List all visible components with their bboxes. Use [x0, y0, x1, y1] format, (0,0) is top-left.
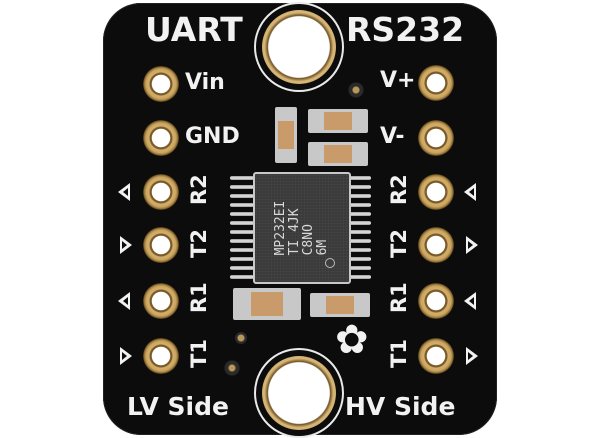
label-right-t1: T1: [387, 339, 411, 368]
label-left-r2: R2: [187, 174, 211, 205]
capacitor: [233, 288, 301, 320]
label-left-t1: T1: [187, 339, 211, 368]
arrow-right-icon: [466, 236, 478, 254]
mounting-hole-bottom: [254, 348, 344, 438]
pad-vplus: [418, 65, 454, 101]
pad-right-t1: [418, 338, 454, 374]
uart-title: UART: [145, 10, 243, 49]
pin1-dot: [325, 258, 335, 268]
label-right-t2: T2: [387, 229, 411, 258]
via: [235, 332, 247, 344]
pad-right-r2: [418, 174, 454, 210]
pad-left-r1: [143, 283, 179, 319]
pad-left-t2: [143, 227, 179, 263]
pad-right-t2: [418, 227, 454, 263]
capacitor: [275, 107, 297, 163]
label-vminus: V-: [380, 124, 405, 149]
label-left-r1: R1: [187, 282, 211, 313]
capacitor: [308, 142, 368, 166]
hv-side-label: HV Side: [345, 392, 456, 421]
chip-marking: MP232EI TI 4JK C8NO 6M: [273, 200, 330, 256]
via: [348, 82, 364, 98]
pad-vminus: [418, 120, 454, 156]
label-right-r1: R1: [387, 282, 411, 313]
label-vin: Vin: [185, 70, 225, 95]
capacitor: [308, 109, 368, 133]
label-vplus: V+: [380, 68, 416, 93]
pad-right-r1: [418, 283, 454, 319]
lv-side-label: LV Side: [127, 392, 229, 421]
arrow-right-icon: [120, 236, 132, 254]
arrow-left-icon: [118, 292, 130, 310]
via: [224, 360, 240, 376]
pad-left-t1: [143, 338, 179, 374]
rs232-title: RS232: [346, 10, 465, 49]
label-right-r2: R2: [387, 174, 411, 205]
pad-gnd: [143, 120, 179, 156]
label-left-t2: T2: [187, 229, 211, 258]
arrow-right-icon: [466, 347, 478, 365]
arrow-left-icon: [464, 292, 476, 310]
arrow-right-icon: [120, 347, 132, 365]
arrow-left-icon: [118, 183, 130, 201]
label-gnd: GND: [185, 124, 240, 149]
adafruit-flower-logo: ✿: [335, 317, 369, 363]
mp232ei-chip: MP232EI TI 4JK C8NO 6M: [253, 172, 351, 284]
arrow-left-icon: [464, 183, 476, 201]
mounting-hole-top: [254, 2, 344, 92]
capacitor: [310, 293, 370, 317]
pad-vin: [143, 66, 179, 102]
pad-left-r2: [143, 174, 179, 210]
